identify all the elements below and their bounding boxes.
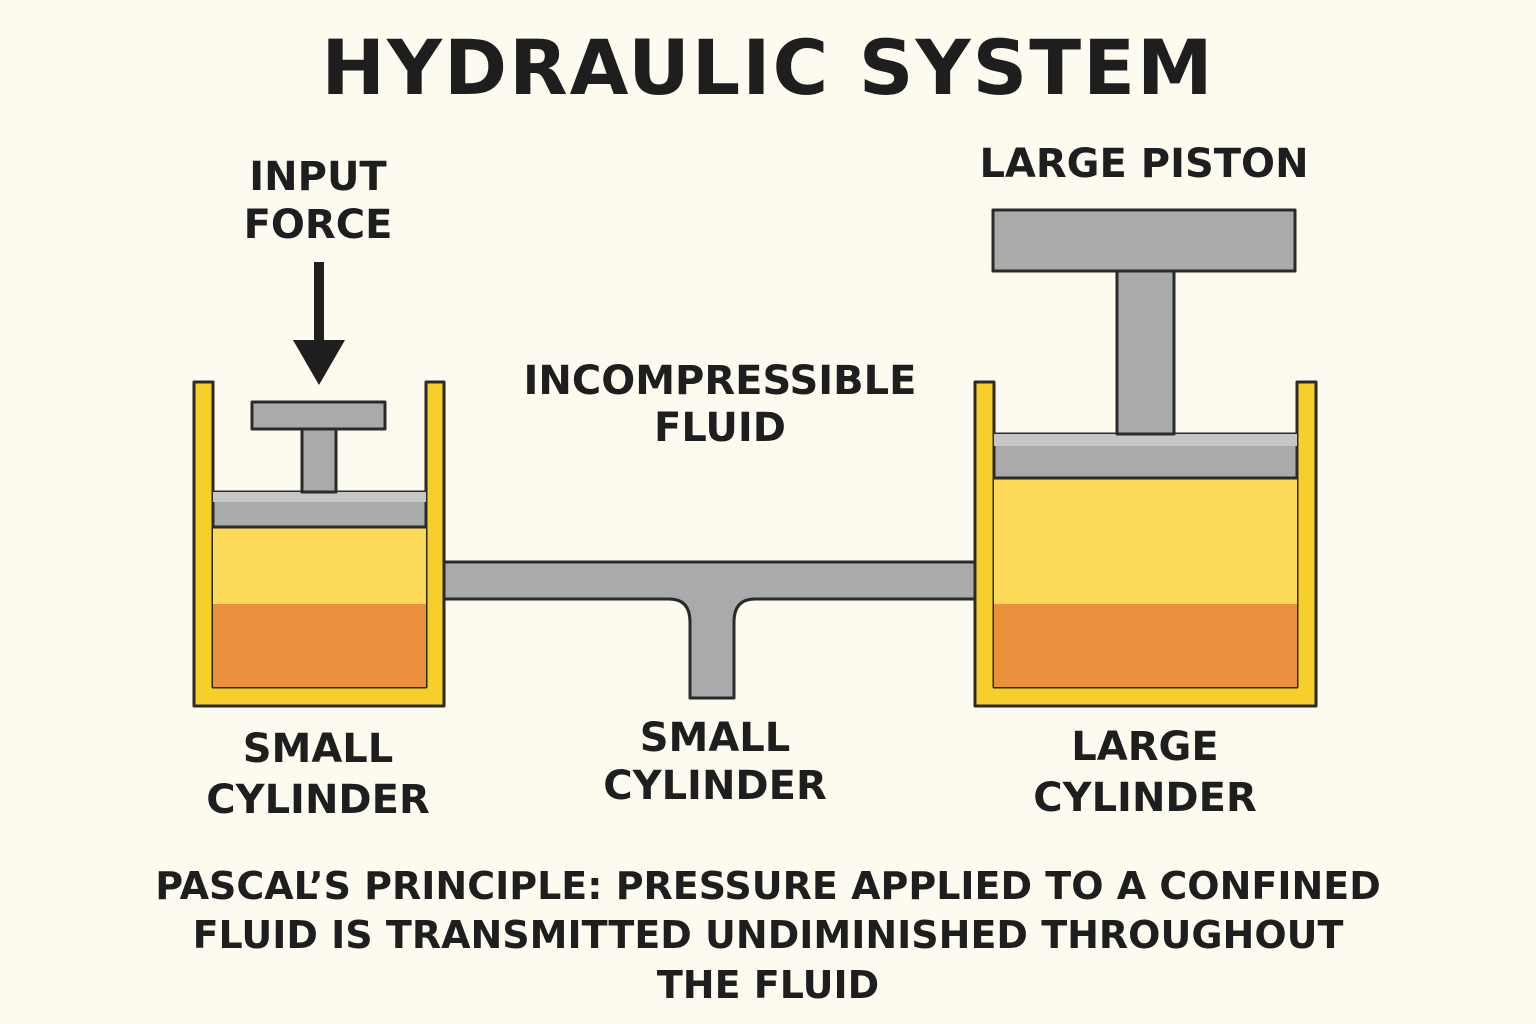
large-piston-label: LARGE PISTON (979, 141, 1309, 187)
input-force-label-line: FORCE (243, 202, 393, 248)
pipe-label-line: CYLINDER (603, 763, 827, 809)
pipe-small-cylinder-label: SMALL CYLINDER (565, 714, 865, 810)
small-cylinder-fluid-yellow (213, 527, 426, 604)
connecting-pipe (442, 560, 977, 700)
small-cylinder-fluid-orange (213, 603, 426, 687)
input-force-arrow (293, 262, 345, 385)
incompressible-fluid-label: INCOMPRESSIBLE FLUID (465, 358, 975, 452)
large-cylinder-label: LARGE CYLINDER (995, 722, 1295, 824)
small-cylinder-container (192, 380, 446, 708)
caption-line: PASCAL’S PRINCIPLE: PRESSURE APPLIED TO … (155, 864, 1381, 908)
large-cylinder-label-line: CYLINDER (1033, 775, 1257, 822)
pipe-label-line: SMALL (639, 715, 791, 761)
large-cylinder-fluid-orange (994, 603, 1297, 687)
caption-line: THE FLUID (656, 962, 880, 1007)
small-piston (211, 400, 428, 529)
small-cylinder-label-line: CYLINDER (206, 777, 430, 824)
large-piston (991, 208, 1299, 480)
large-piston-rod (1115, 269, 1176, 436)
fluid-label-line: FLUID (654, 405, 786, 452)
caption-line: FLUID IS TRANSMITTED UNDIMINISHED THROUG… (192, 913, 1344, 958)
large-cylinder-container (973, 380, 1318, 708)
large-piston-cap (991, 208, 1297, 273)
input-force-label-line: INPUT (249, 154, 387, 200)
small-cylinder-label-line: SMALL (242, 726, 394, 772)
large-cylinder-label-line: LARGE (1071, 724, 1219, 770)
small-cylinder-label: SMALL CYLINDER (168, 724, 468, 826)
pascals-principle-caption: PASCAL’S PRINCIPLE: PRESSURE APPLIED TO … (0, 862, 1536, 1010)
diagram-title: HYDRAULIC SYSTEM (321, 23, 1215, 112)
small-piston-cap (250, 400, 387, 431)
fluid-label-line: INCOMPRESSIBLE (523, 358, 917, 404)
small-piston-rod (300, 427, 338, 494)
input-force-label: INPUT FORCE (218, 153, 418, 249)
large-cylinder-fluid-yellow (994, 478, 1297, 604)
